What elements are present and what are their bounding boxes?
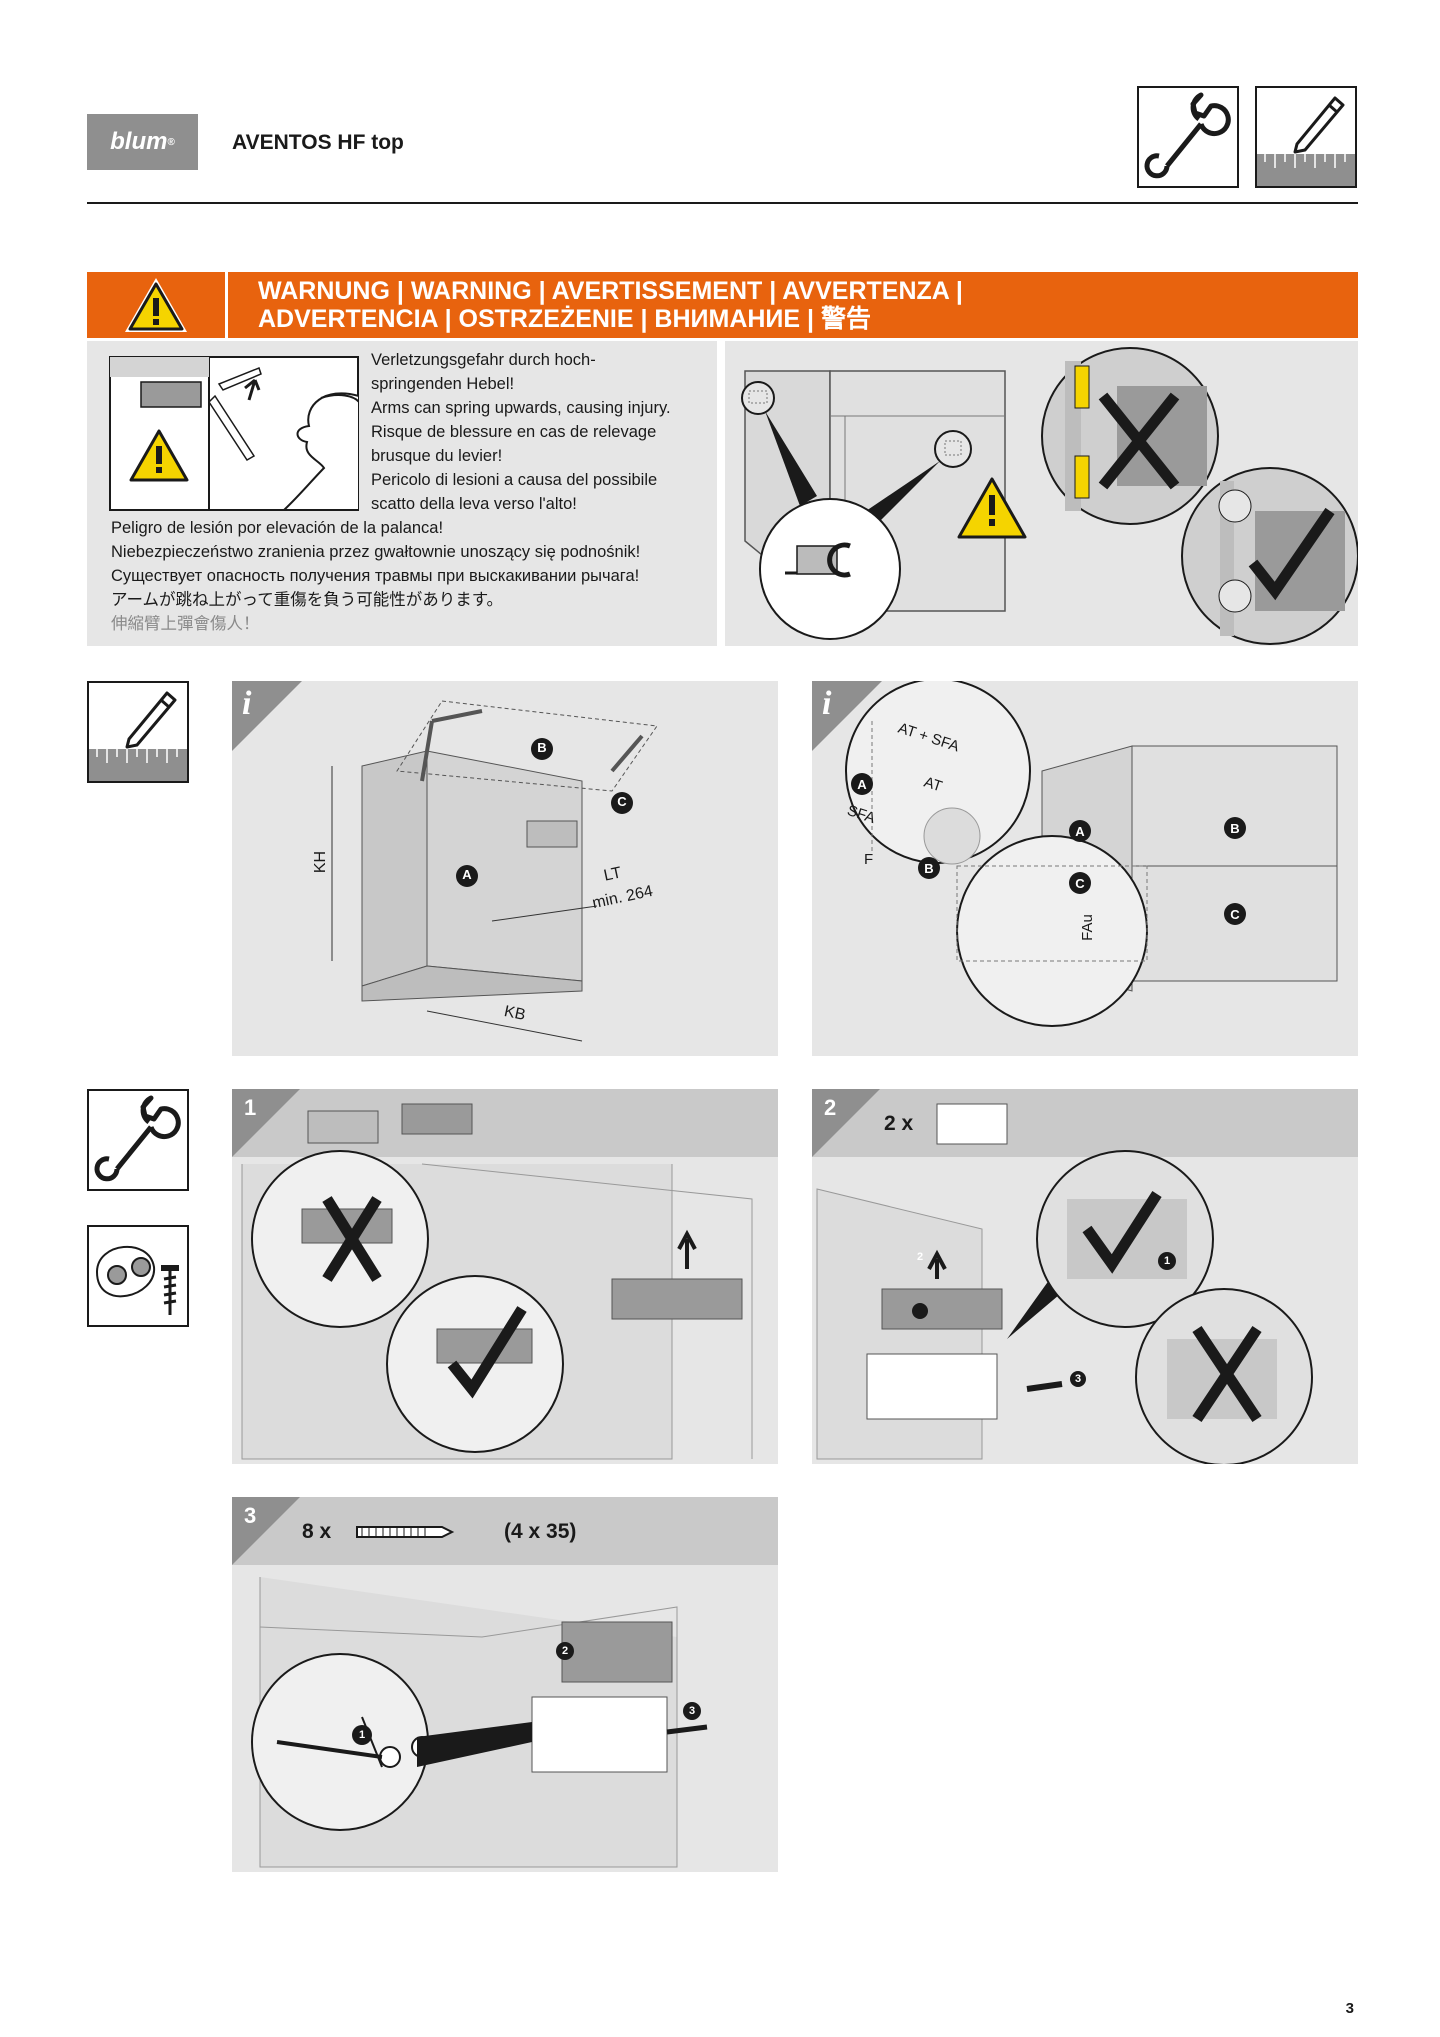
warning-line-gray: 伸縮臂上彈會傷人！: [111, 615, 260, 633]
callout-1: 1: [1163, 1255, 1171, 1267]
label-c: C: [1230, 907, 1240, 922]
step-2-illustration: [812, 1089, 1313, 1464]
planning-panel-cabinet-dimensions: i B C A KH KB LT min. 264: [232, 681, 778, 1056]
warning-line: Arms can spring upwards, causing injury.: [371, 399, 671, 417]
callout-1: 1: [358, 1729, 366, 1741]
step-3-illustration: [232, 1497, 708, 1868]
warning-line: アームが跳ね上がって重傷を負う可能性があります。: [111, 591, 504, 609]
step-3-header: [232, 1497, 778, 1565]
callout-2: 2: [561, 1645, 569, 1657]
wrench-icon: [87, 1089, 189, 1191]
planning-panel-front-dimensions: i AT + SFA AT SFA F FAu A B A C B C: [812, 681, 1358, 1056]
warning-title-line2: ADVERTENCIA | OSTRZEŻENIE | ВНИМАНИЕ | 警…: [258, 305, 871, 333]
label-lt: LT: [602, 864, 623, 885]
step-2-quantity: 2 x: [884, 1112, 914, 1135]
callout-3: 3: [1074, 1373, 1082, 1385]
label-a: A: [1075, 824, 1085, 839]
label-a-detail: A: [857, 777, 867, 792]
wrench-icon: [1137, 86, 1239, 188]
warning-line: Verletzungsgefahr durch hoch-: [371, 351, 596, 369]
logo-registered: ®: [167, 136, 175, 148]
spring-arm-injury-illustration: [109, 356, 359, 511]
label-fau: FAu: [1078, 914, 1096, 941]
warning-line: Peligro de lesión por elevación de la pa…: [111, 519, 444, 537]
warning-line: Pericolo di lesioni a causa del possibil…: [371, 471, 658, 489]
step-3-number: 3: [244, 1503, 257, 1528]
screw-dowel-icon: [87, 1225, 189, 1327]
label-f: F: [864, 851, 874, 868]
blum-logo: blum®: [87, 114, 198, 170]
label-c: C: [617, 794, 627, 809]
pencil-ruler-icon: [87, 681, 189, 783]
warning-line: Существует опасность получения травмы пр…: [111, 567, 640, 585]
step-3-screw-size: (4 x 35): [504, 1520, 577, 1543]
warning-line: springenden Hebel!: [371, 375, 515, 393]
warning-line: scatto della leva verso l'alto!: [371, 495, 577, 513]
label-b-detail: B: [924, 861, 934, 876]
cabinet-dimension-drawing: [331, 700, 658, 1042]
warning-triangle-box: [87, 272, 228, 338]
warning-line: Risque de blessure en cas de relevage: [371, 423, 657, 441]
warning-title-line1: WARNUNG | WARNING | AVERTISSEMENT | AVVE…: [258, 277, 963, 305]
logo-text: blum: [110, 128, 168, 155]
warning-illustration-panel: [725, 341, 1359, 646]
step-2-number: 2: [824, 1095, 837, 1120]
page-number: 3: [1345, 2000, 1354, 2017]
info-icon: i: [242, 685, 252, 722]
label-kh: KH: [312, 850, 330, 874]
warning-text-block-2: Peligro de lesión por elevación de la pa…: [111, 516, 711, 636]
label-a: A: [462, 867, 472, 882]
warning-text-panel: Verletzungsgefahr durch hoch- springende…: [87, 341, 717, 646]
info-corner: [232, 681, 302, 751]
step-2-header: [812, 1089, 1358, 1157]
warning-header: [87, 272, 1358, 338]
warning-line: Niebezpieczeństwo zranienia przez gwałto…: [111, 543, 641, 561]
warning-title: WARNUNG | WARNING | AVERTISSEMENT | AVVE…: [258, 277, 1348, 333]
header-divider: [87, 202, 1358, 204]
warning-text-block-1: Verletzungsgefahr durch hoch- springende…: [371, 348, 711, 516]
label-b: B: [537, 740, 547, 755]
step-1-illustration: [232, 1089, 753, 1460]
callout-2: 2: [916, 1251, 924, 1263]
label-c-detail: C: [1075, 876, 1085, 891]
info-icon: i: [822, 685, 832, 722]
step-3-panel: 1 2 3 3 8 x (4 x 35): [232, 1497, 778, 1872]
front-dimension-drawing: [812, 681, 1338, 1027]
warning-triangle-icon: [125, 278, 187, 332]
warning-line: brusque du levier!: [371, 447, 503, 465]
step-2-panel: 2 3 1 2 2 x: [812, 1089, 1358, 1464]
label-b: B: [1230, 821, 1240, 836]
callout-3: 3: [688, 1705, 696, 1717]
cabinet-lift-check-illustration: [741, 347, 1359, 645]
pencil-ruler-icon: [1255, 86, 1357, 188]
step-3-quantity: 8 x: [302, 1520, 332, 1543]
step-1-number: 1: [244, 1095, 257, 1120]
page-title: AVENTOS HF top: [232, 131, 404, 154]
step-1-panel: 1: [232, 1089, 778, 1464]
